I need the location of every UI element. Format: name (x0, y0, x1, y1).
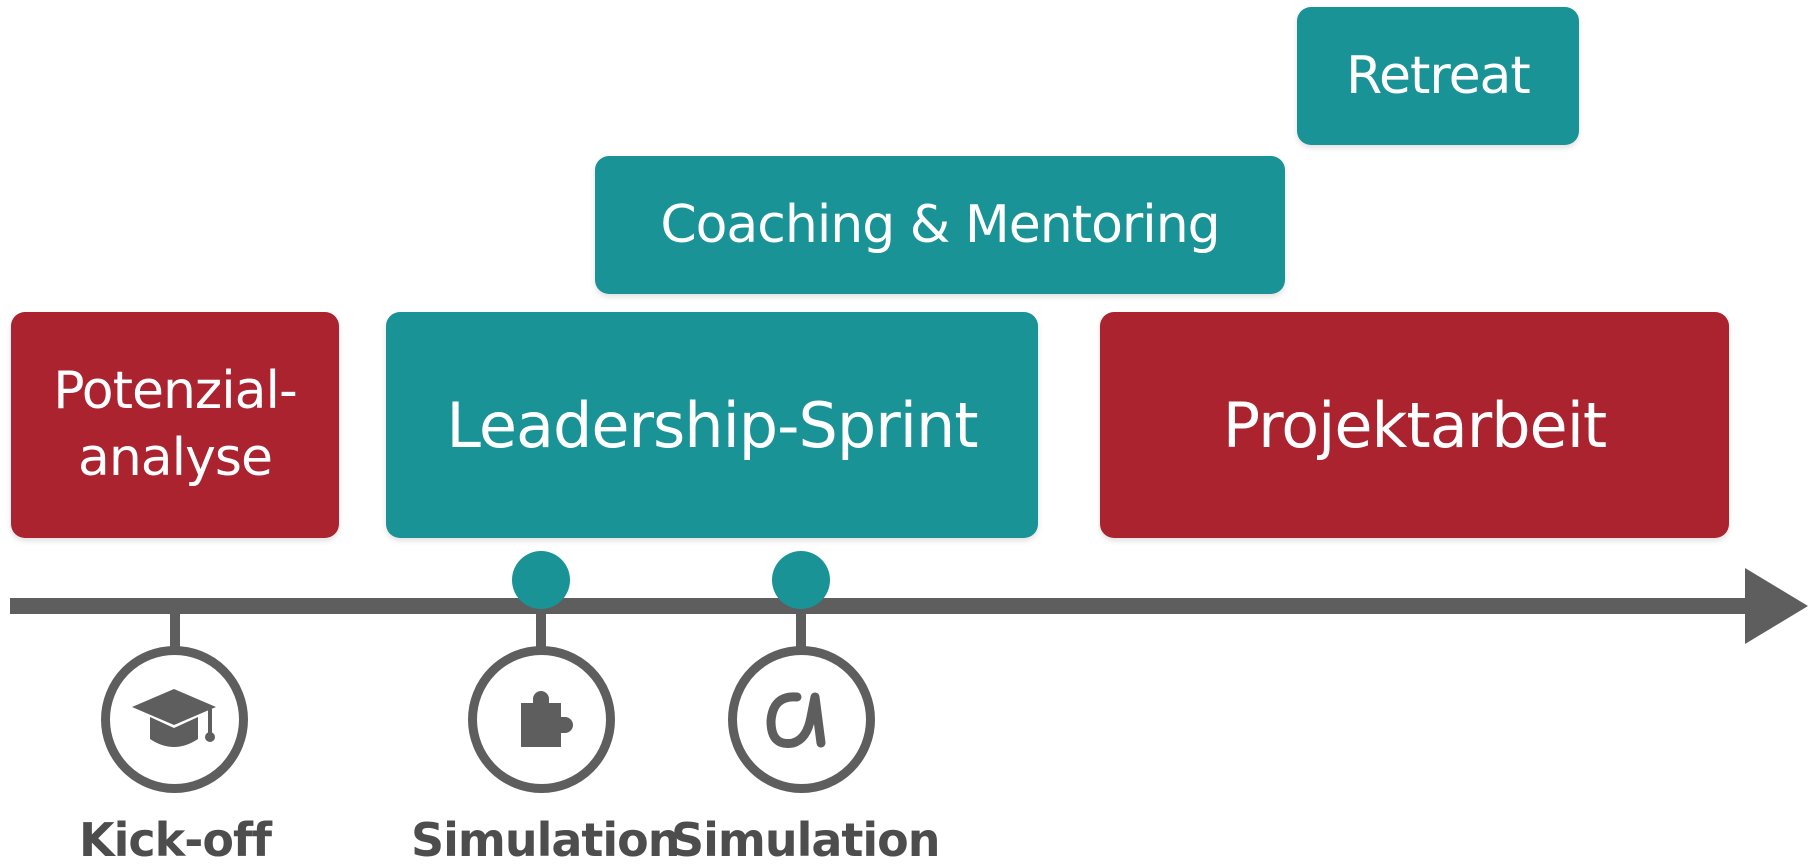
phase-potenzial-label-line1: Potenzial- (53, 361, 297, 422)
milestone-label-simulation: Simulation (671, 813, 941, 867)
phase-coaching-label: Coaching & Mentoring (660, 195, 1220, 255)
phase-coaching-mentoring: Coaching & Mentoring (595, 156, 1285, 294)
milestone-label-kickoff: Kick-off (79, 813, 272, 867)
phase-sprint-label: Leadership-Sprint (446, 388, 978, 462)
timeline-dot (772, 551, 830, 609)
milestone-label-simulation: Simulation (411, 813, 681, 867)
milestone-icon-circle (728, 646, 875, 793)
phase-retreat-label: Retreat (1346, 46, 1531, 106)
phase-potenzialanalyse: Potenzial- analyse (11, 312, 339, 538)
phase-leadership-sprint: Leadership-Sprint (386, 312, 1038, 538)
phase-projektarbeit: Projektarbeit (1100, 312, 1729, 538)
milestone-icon-circle (101, 646, 248, 793)
phase-retreat: Retreat (1297, 7, 1579, 145)
phase-projekt-label: Projektarbeit (1222, 388, 1607, 462)
phase-potenzial-label-line2: analyse (77, 428, 273, 488)
graduation-cap-icon (132, 689, 216, 747)
puzzle-piece-icon (521, 691, 573, 747)
milestone-icon-circle (468, 646, 615, 793)
timeline-arrowhead (1745, 568, 1808, 644)
timeline-dot (512, 551, 570, 609)
signature-icon (766, 692, 826, 749)
